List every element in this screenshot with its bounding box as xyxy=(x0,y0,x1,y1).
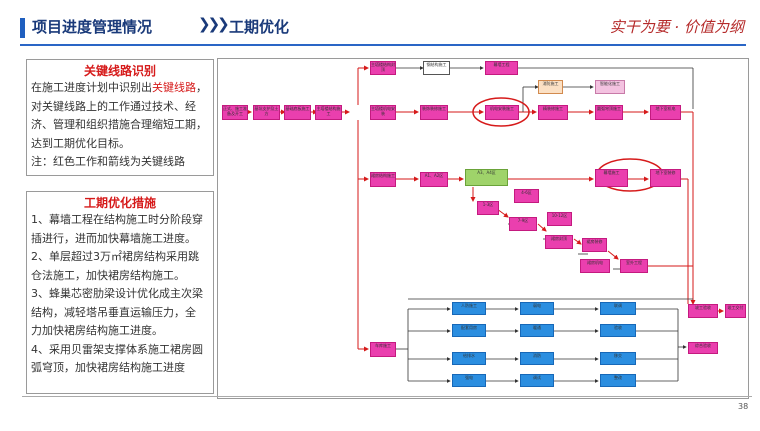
chevron-right-icon: ❯❯❯ xyxy=(198,15,230,33)
node-b2: 地下室装修 xyxy=(650,169,681,187)
node-blue: 移交 xyxy=(600,352,636,365)
node-blue: 强电 xyxy=(452,374,486,387)
critical-path-title: 关键线路识别 xyxy=(83,64,156,78)
node-blue: 调试 xyxy=(520,374,554,387)
node-outdoor: 室外工程 xyxy=(620,259,648,273)
measure-line: 4、采用贝雷架支撑体系施工裙房圆 xyxy=(31,342,203,356)
page-title: 项目进度管理情况 xyxy=(32,18,153,36)
measure-line: 力加快裙房结构施工进度。 xyxy=(31,324,163,337)
network-diagram: 正式、施工准备及开工 基坑支护及土方 基础底板施工 主塔楼结构施工 主塔楼结构封… xyxy=(217,58,749,399)
node-base: 基础底板施工 xyxy=(284,105,311,120)
measure-line: 结构，减轻塔吊垂直运输压力，全 xyxy=(31,305,196,319)
node-pit: 基坑支护及土方 xyxy=(253,105,280,120)
measure-line: 仓法施工，加快裙房结构施工。 xyxy=(31,268,185,282)
header-divider xyxy=(20,44,746,46)
critical-highlight-circle xyxy=(472,97,530,127)
measure-line: 弧穹顶，加快裙房结构施工进度 xyxy=(31,361,185,374)
node-a3a4: A3、A4区 xyxy=(465,169,508,186)
header-accent-bar xyxy=(20,18,25,38)
node-tower: 主塔楼结构施工 xyxy=(315,105,342,120)
critical-keyword: 关键线路 xyxy=(152,81,196,94)
node-fire: 消防施工 xyxy=(538,80,563,94)
node-blue: 整改 xyxy=(600,374,636,387)
footer-divider xyxy=(22,396,752,397)
node-a1a2: A1、A2区 xyxy=(420,172,448,187)
node-blue: 暖通 xyxy=(520,324,554,337)
node-top-podium: 裙房封顶 xyxy=(545,235,573,249)
node-completion: 竣工验收 xyxy=(688,304,718,318)
critical-path-line-1: 在施工进度计划中识别出关键线路， xyxy=(27,79,213,98)
node-blue: 给排水 xyxy=(452,352,486,365)
critical-path-panel: 关键线路识别 在施工进度计划中识别出关键线路， 对关键线路上的工作通过技术、经 … xyxy=(26,59,214,176)
critical-path-line-2: 对关键线路上的工作通过技术、经 xyxy=(31,99,196,113)
node-blue: 联调 xyxy=(600,302,636,315)
node-sec3: 7-9区 xyxy=(509,217,537,231)
critical-path-note: 注：红色工作和箭线为关键线路 xyxy=(31,155,185,168)
page-subtitle: 工期优化 xyxy=(229,18,290,36)
node-dome: 圆弧穹顶施工 xyxy=(595,105,623,120)
node-blue: 弱电 xyxy=(520,302,554,315)
node-acceptance: 综合验收 xyxy=(688,342,718,354)
node-top: 主塔楼结构封顶 xyxy=(370,61,396,75)
node-smart: 智能化施工 xyxy=(595,80,625,94)
node-sec1: 1-3区 xyxy=(477,201,499,215)
node-blue: 消防 xyxy=(520,352,554,365)
measures-title: 工期优化措施 xyxy=(83,196,156,210)
node-podium-deco: 裙房装修 xyxy=(582,238,607,252)
node-podium-mep: 裙房机电 xyxy=(580,259,610,273)
measure-line: 3、蜂巢芯密肋梁设计优化成主次梁 xyxy=(31,287,203,300)
text-segment: ， xyxy=(196,81,207,94)
node-blue: 验收 xyxy=(600,324,636,337)
node-b1: 地下室机电 xyxy=(650,105,681,120)
node-tower-mep: 主塔楼机电安装 xyxy=(370,105,396,120)
node-podium: 裙房结构施工 xyxy=(370,172,396,187)
node-end: 竣工交付 xyxy=(725,304,746,318)
measures-panel: 工期优化措施 1、幕墙工程在结构施工时分阶段穿 插进行，进而加快幕墙施工进度。 … xyxy=(26,191,214,394)
slogan-logo: 实干为要 · 价值为纲 xyxy=(609,18,744,36)
measure-line: 1、幕墙工程在结构施工时分阶段穿 xyxy=(31,213,203,226)
node-start: 正式、施工准备及开工 xyxy=(222,105,248,120)
node-mep: 机电安装施工 xyxy=(485,105,519,120)
critical-path-line-3: 济、管理和组织措施合理缩短工期， xyxy=(31,118,207,131)
diagram-arrows xyxy=(247,65,724,383)
measure-line: 2、单层超过3万㎡裙房结构采用跳 xyxy=(31,250,199,263)
node-steel: 钢结构施工 xyxy=(423,61,450,75)
node-sec2: 4-6区 xyxy=(514,189,539,203)
critical-path-line-4: 达到工期优化目标。 xyxy=(31,136,130,150)
node-basement: 车库施工 xyxy=(370,342,396,357)
node-curtain-wall: 幕墙工程 xyxy=(485,61,518,75)
slide-header: 项目进度管理情况 ❯❯❯ 工期优化 实干为要 · 价值为纲 xyxy=(0,0,760,44)
node-sec4: 10-12区 xyxy=(547,212,572,226)
page-number: 38 xyxy=(738,402,749,411)
node-curtain: 幕墙施工 xyxy=(595,169,628,187)
node-blue: 配套用房 xyxy=(452,324,486,337)
measure-line: 插进行，进而加快幕墙施工进度。 xyxy=(31,231,196,245)
node-fitout: 精装修施工 xyxy=(538,105,568,120)
node-blue: 人防施工 xyxy=(452,302,486,315)
node-decoration: 装饰装修施工 xyxy=(420,105,448,120)
text-segment: 在施工进度计划中识别出 xyxy=(31,81,152,94)
